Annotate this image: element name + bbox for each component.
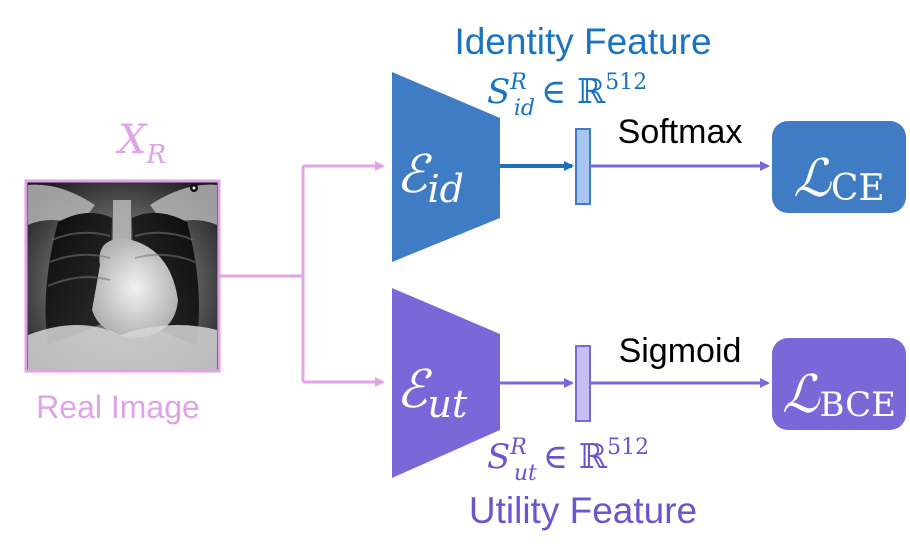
ce-loss-box: [772, 121, 906, 213]
bce-loss-symbol: ℒBCE: [782, 365, 896, 425]
identity-encoder-symbol: ℰid: [396, 145, 464, 211]
softmax-label: Softmax: [618, 113, 743, 151]
input-caption: Real Image: [36, 389, 200, 425]
identity-feature-title: Identity Feature: [454, 21, 711, 62]
identity-encoder: [392, 72, 500, 262]
utility-encoder: [392, 288, 500, 478]
identity-feature-vector: [575, 128, 591, 205]
input-symbol: XR: [115, 117, 166, 170]
ce-loss-symbol: ℒCE: [793, 149, 884, 209]
utility-encoder-symbol: ℰut: [396, 360, 468, 426]
sigmoid-label: Sigmoid: [619, 332, 742, 370]
utility-feature-vector: [575, 345, 591, 422]
chest-xray-image: [26, 181, 219, 371]
bce-loss-box: [772, 338, 906, 430]
utility-feature-title: Utility Feature: [469, 490, 697, 531]
input-connector: [219, 161, 385, 387]
